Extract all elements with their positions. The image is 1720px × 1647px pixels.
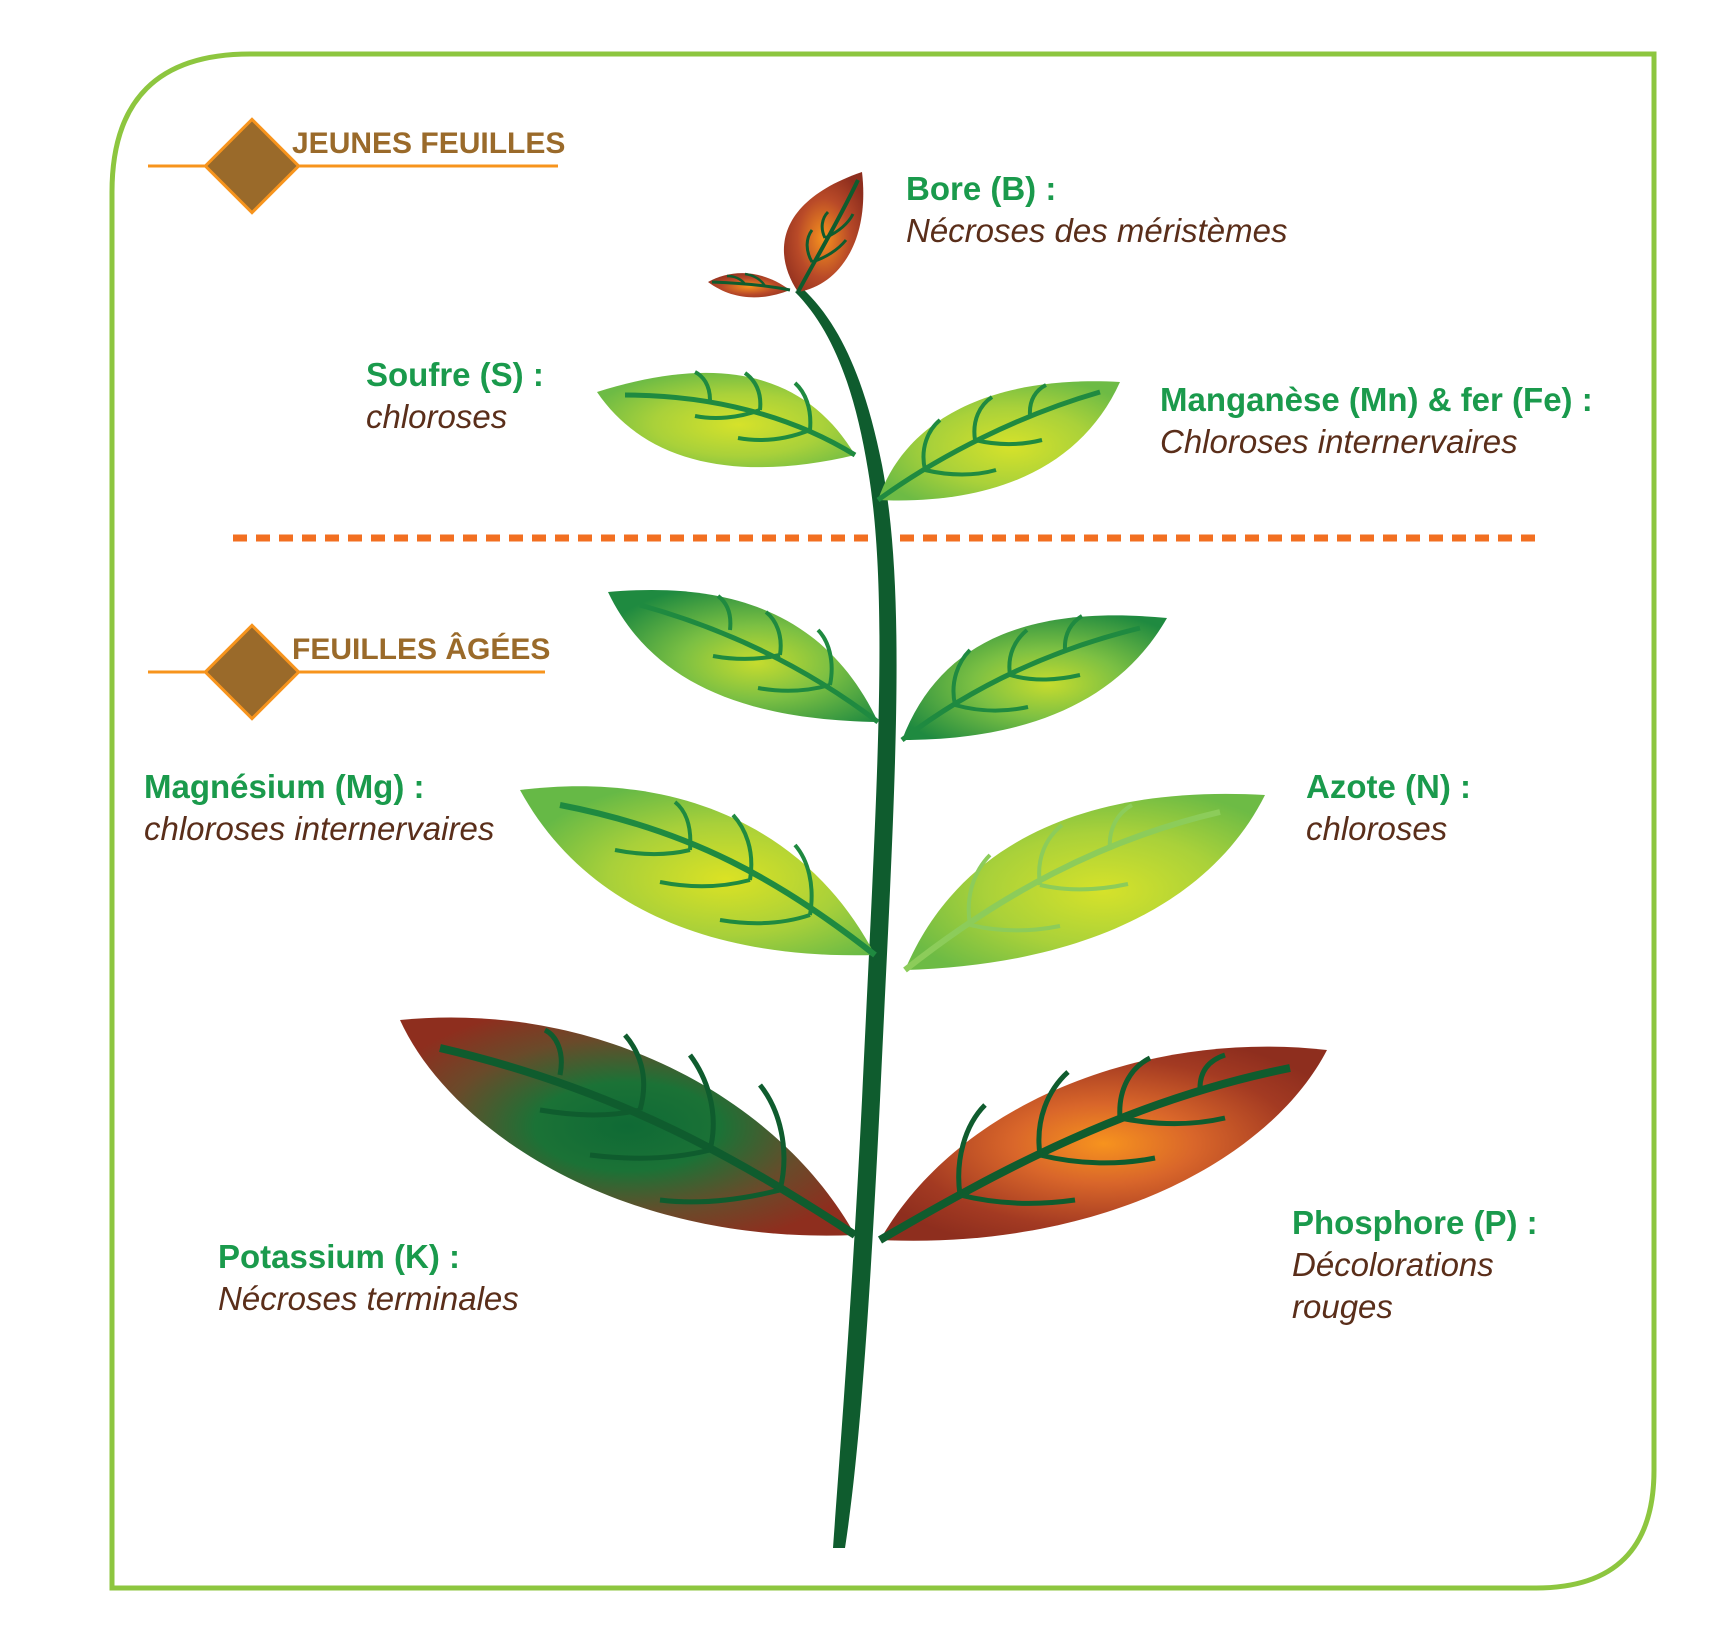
symptom-phosphore-line2: rouges	[1292, 1288, 1393, 1325]
nutrient-bore: Bore (B) :	[906, 170, 1057, 207]
leaf-potassium	[400, 1017, 858, 1239]
nutrient-soufre: Soufre (S) :	[366, 356, 544, 393]
nutrient-manganese: Manganèse (Mn) & fer (Fe) :	[1160, 381, 1593, 418]
plant-stem	[795, 288, 897, 1548]
nutrient-azote: Azote (N) :	[1306, 768, 1471, 805]
nutrient-magnesium: Magnésium (Mg) :	[144, 768, 425, 805]
old-leaves-diamond-icon	[203, 623, 301, 721]
symptom-phosphore-line1: Décolorations	[1292, 1246, 1494, 1283]
bud-bore	[708, 172, 864, 298]
leaf-magnesium	[520, 786, 877, 958]
label-phosphore: Phosphore (P) : Décolorations rouges	[1292, 1202, 1538, 1328]
leaf-old-upper-right	[900, 614, 1167, 742]
leaf-manganese	[876, 381, 1120, 503]
young-leaves-header: JEUNES FEUILLES	[292, 127, 566, 160]
symptom-magnesium: chloroses internervaires	[144, 810, 495, 847]
label-bore: Bore (B) : Nécroses des méristèmes	[906, 168, 1287, 252]
symptom-soufre: chloroses	[366, 398, 508, 435]
label-soufre: Soufre (S) : chloroses	[366, 354, 544, 438]
symptom-bore: Nécroses des méristèmes	[906, 212, 1288, 249]
frame-border	[109, 51, 1657, 1591]
symptom-potassium: Nécroses terminales	[218, 1280, 519, 1317]
nutrient-phosphore: Phosphore (P) :	[1292, 1204, 1538, 1241]
label-azote: Azote (N) : chloroses	[1306, 766, 1471, 850]
leaf-soufre	[597, 370, 857, 468]
label-magnesium: Magnésium (Mg) : chloroses internervaire…	[144, 766, 494, 850]
nutrient-potassium: Potassium (K) :	[218, 1238, 461, 1275]
leaf-old-upper-left	[608, 589, 880, 724]
symptom-manganese: Chloroses internervaires	[1160, 423, 1518, 460]
label-manganese: Manganèse (Mn) & fer (Fe) : Chloroses in…	[1160, 379, 1593, 463]
leaf-phosphore	[877, 1046, 1327, 1244]
leaf-azote	[903, 793, 1265, 973]
old-leaves-header: FEUILLES ÂGÉES	[292, 633, 551, 666]
young-leaves-diamond-icon	[203, 117, 301, 215]
symptom-azote: chloroses	[1306, 810, 1448, 847]
label-potassium: Potassium (K) : Nécroses terminales	[218, 1236, 519, 1320]
